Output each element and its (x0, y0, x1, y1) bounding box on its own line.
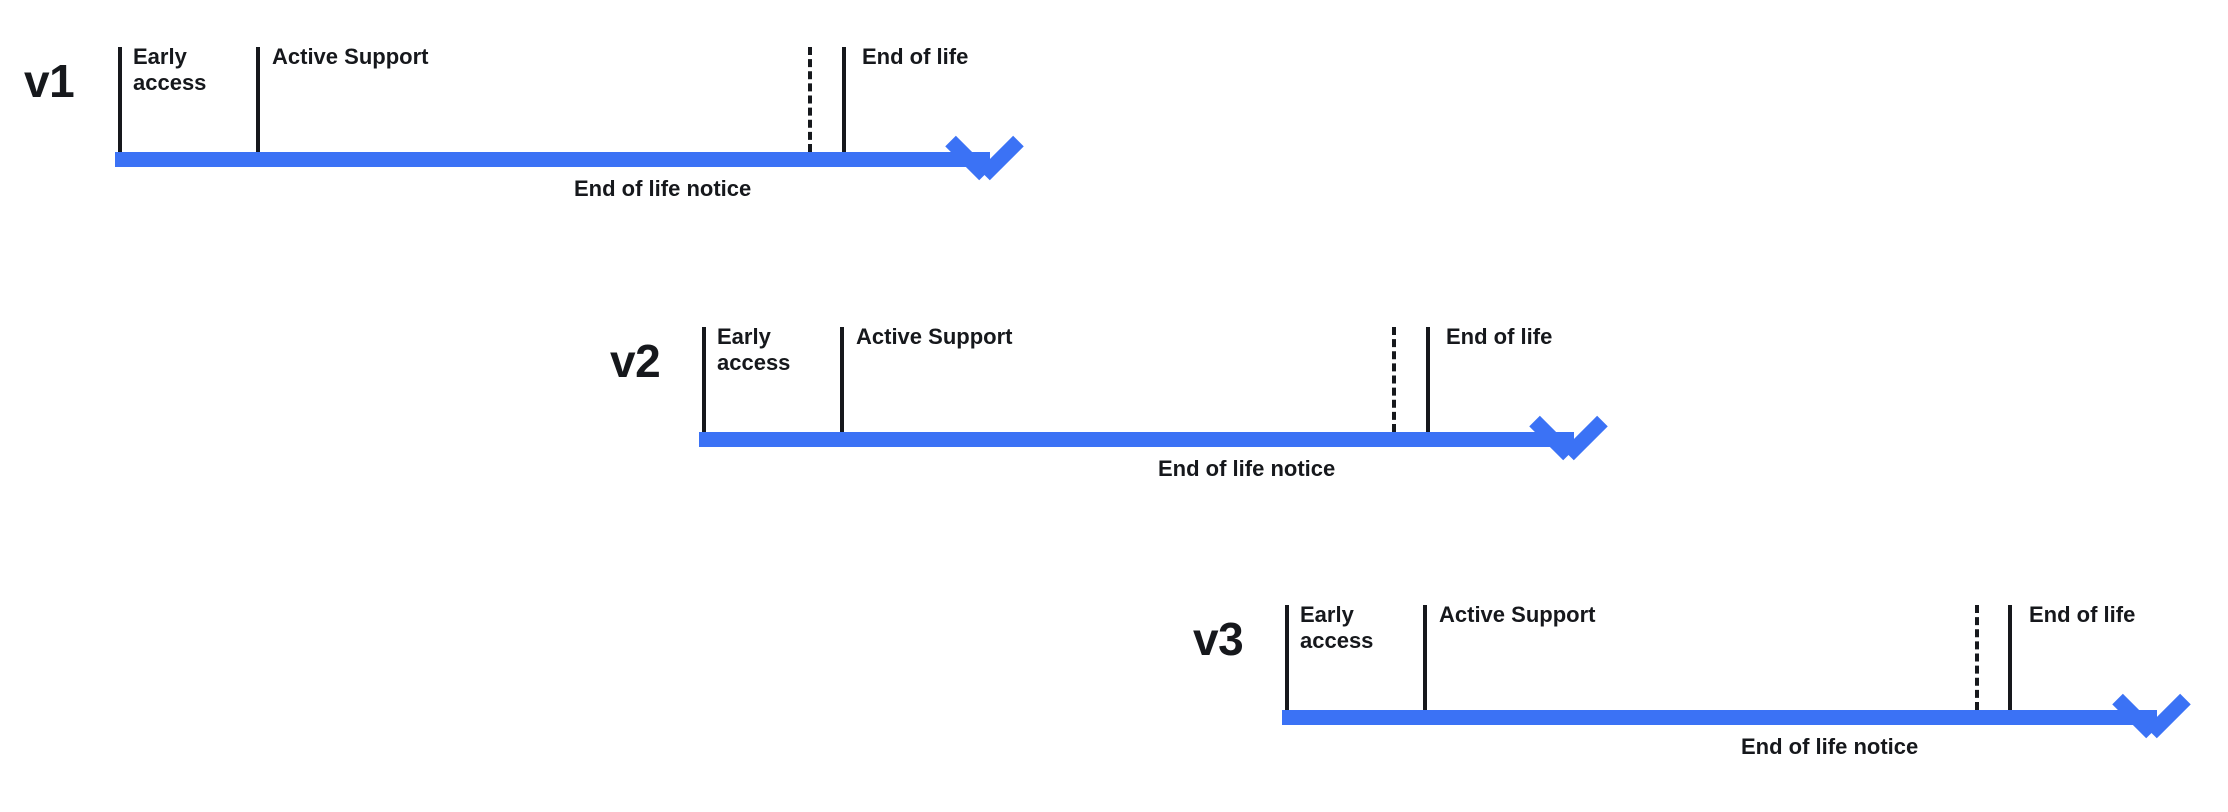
lifecycle-arrow-head-v3 (2112, 693, 2191, 740)
timeline-row-v1: v1 Early access Active Support End of li… (0, 0, 2228, 220)
phase-label-early-access-v2: Early access (717, 324, 791, 375)
tick-early-access-start-v2 (702, 327, 706, 432)
tick-active-support-start-v3 (1423, 605, 1427, 710)
tick-eol-notice-v3 (1975, 605, 1979, 710)
lifecycle-arrow-shaft-v3 (1282, 710, 2157, 725)
phase-label-early-access-v1: Early access (133, 44, 207, 95)
version-label-v2: v2 (610, 335, 661, 387)
end-of-life-notice-label-v2: End of life notice (1158, 456, 1336, 481)
lifecycle-arrow-shaft-v2 (699, 432, 1574, 447)
phase-label-end-of-life-v2: End of life (1446, 324, 1553, 349)
tick-eol-notice-v1 (808, 47, 812, 152)
lifecycle-arrow-head-v1 (945, 135, 1024, 182)
phase-label-active-support-v1: Active Support (272, 44, 429, 69)
timeline-row-v3: v3 Early access Active Support End of li… (0, 558, 2228, 788)
lifecycle-arrow-head-v2 (1529, 415, 1608, 462)
phase-label-early-access-v3: Early access (1300, 602, 1374, 653)
tick-end-of-life-v3 (2008, 605, 2012, 710)
tick-early-access-start-v3 (1285, 605, 1289, 710)
tick-end-of-life-v2 (1426, 327, 1430, 432)
version-label-v3: v3 (1193, 613, 1244, 665)
tick-end-of-life-v1 (842, 47, 846, 152)
tick-eol-notice-v2 (1392, 327, 1396, 432)
phase-label-active-support-v2: Active Support (856, 324, 1013, 349)
timeline-row-v2: v2 Early access Active Support End of li… (0, 280, 2228, 500)
phase-label-end-of-life-v1: End of life (862, 44, 969, 69)
tick-active-support-start-v1 (256, 47, 260, 152)
phase-label-end-of-life-v3: End of life (2029, 602, 2136, 627)
end-of-life-notice-label-v1: End of life notice (574, 176, 752, 201)
tick-early-access-start-v1 (118, 47, 122, 152)
version-label-v1: v1 (24, 55, 75, 107)
phase-label-active-support-v3: Active Support (1439, 602, 1596, 627)
end-of-life-notice-label-v3: End of life notice (1741, 734, 1919, 759)
tick-active-support-start-v2 (840, 327, 844, 432)
lifecycle-arrow-shaft-v1 (115, 152, 990, 167)
